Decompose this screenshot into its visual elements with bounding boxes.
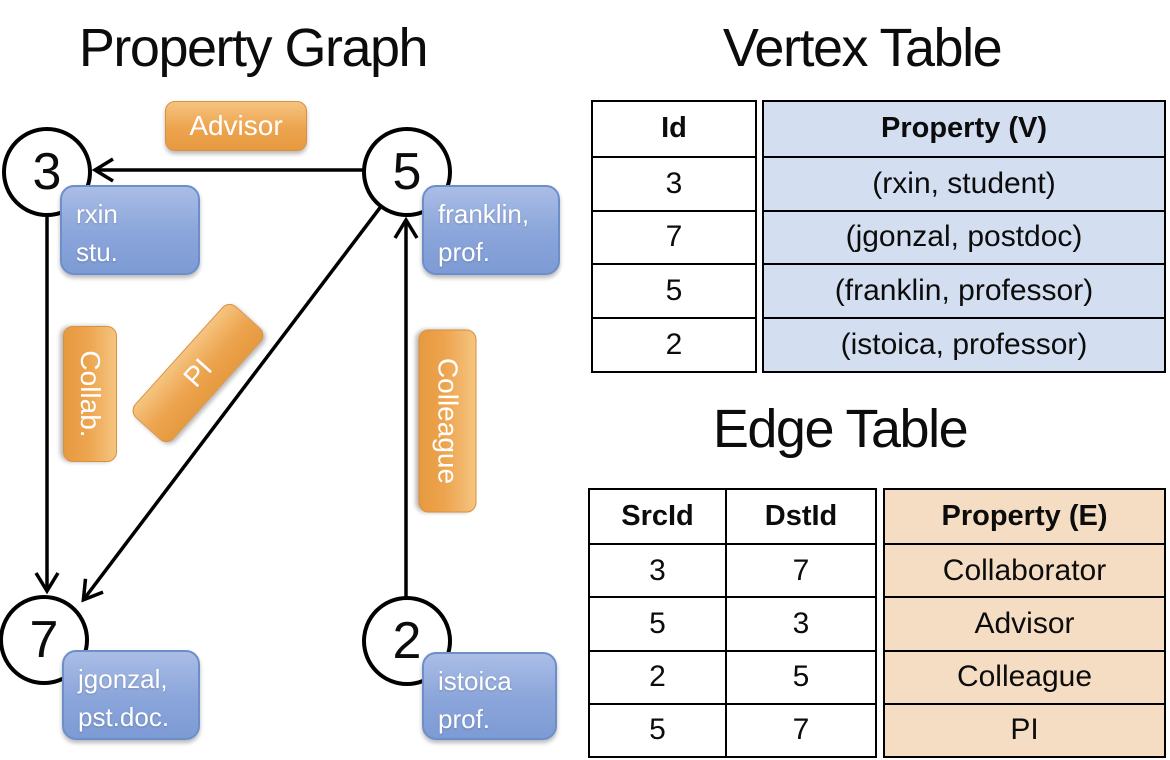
vertex-table-header-property: Property (V): [881, 112, 1047, 145]
property-line-1: rxin: [76, 199, 118, 229]
property-line-2: prof.: [438, 236, 491, 267]
vertex-table-title: Vertex Table: [722, 18, 1003, 78]
vertex-table-property-cell: (istoica, professor): [764, 317, 1164, 371]
vertex-property-box-5: franklin, prof.: [422, 185, 560, 275]
edge-table-src-cell: 5: [590, 702, 725, 756]
edge-label-colleague: Colleague: [418, 329, 477, 513]
edge-table-title: Edge Table: [712, 399, 969, 459]
property-line-1: franklin,: [438, 199, 530, 229]
edge-table-property-cell: PI: [885, 702, 1164, 756]
edge-table-dst-cell: 3: [725, 596, 875, 650]
edge-label-text: Collab.: [75, 350, 106, 438]
vertex-property-box-3: rxin stu.: [60, 185, 200, 275]
graph-edges-layer: [34, 157, 419, 641]
vertex-id-label: 7: [29, 611, 59, 669]
vertex-id-label: 3: [32, 143, 62, 201]
property-line-2: stu.: [76, 236, 118, 267]
edge-table-property-column: Property (E) Collaborator Advisor Collea…: [883, 488, 1166, 758]
vertex-property-box-2: istoica prof.: [422, 652, 557, 740]
property-line-1: jgonzal,: [78, 664, 168, 694]
edge-table-src-cell: 5: [590, 596, 725, 649]
vertex-table-property-cell: (rxin, student): [764, 155, 1164, 210]
property-graph-title: Property Graph: [78, 18, 429, 78]
edge-table-dst-cell: 7: [725, 702, 875, 756]
edge-label-advisor: Advisor: [165, 101, 307, 151]
edge-label-text: Advisor: [189, 110, 283, 141]
vertex-id-label: 5: [392, 143, 422, 201]
property-line-1: istoica: [438, 666, 512, 696]
vertex-table-id-cell: 3: [593, 155, 755, 210]
property-line-2: pst.doc.: [78, 701, 170, 732]
vertex-table-header-id: Id: [661, 112, 687, 145]
edge-table-dst-cell: 7: [725, 543, 875, 597]
edge-table-header-property: Property (E): [941, 500, 1108, 533]
vertex-table-property-cell: (franklin, professor): [764, 263, 1164, 317]
vertex-node-5: 5: [362, 127, 452, 217]
edge-table-property-cell: Advisor: [885, 596, 1164, 649]
edge-label-text: Colleague: [432, 357, 464, 485]
edge-pi-5-to-7: [81, 170, 409, 603]
vertex-table-id-cell: 2: [593, 317, 755, 371]
vertex-table-property-cell: (jgonzal, postdoc): [764, 209, 1164, 264]
vertex-id-label: 2: [392, 612, 422, 670]
vertex-node-3: 3: [2, 127, 92, 217]
vertex-table-property-column: Property (V) (rxin, student) (jgonzal, p…: [762, 100, 1166, 373]
vertex-table-id-cell: 7: [593, 209, 755, 264]
edge-table-src-cell: 3: [590, 543, 725, 596]
edge-table-header-dstid: DstId: [725, 490, 875, 544]
edge-table-property-cell: Collaborator: [885, 543, 1164, 596]
edge-table-id-columns: SrcId DstId 3 7 5 3 2 5 5 7: [588, 488, 877, 758]
edge-table-dst-cell: 5: [725, 649, 875, 703]
vertex-property-box-7: jgonzal, pst.doc.: [62, 650, 200, 740]
edge-table-header-srcid: SrcId: [621, 500, 694, 533]
edge-label-text: PI: [177, 352, 219, 393]
edge-table-src-cell: 2: [590, 649, 725, 703]
vertex-table-id-cell: 5: [593, 263, 755, 317]
property-line-2: prof.: [438, 703, 491, 734]
vertex-table-id-column: Id 3 7 5 2: [591, 100, 757, 373]
edge-label-collab: Collab.: [63, 326, 117, 462]
edge-table-property-cell: Colleague: [885, 649, 1164, 703]
